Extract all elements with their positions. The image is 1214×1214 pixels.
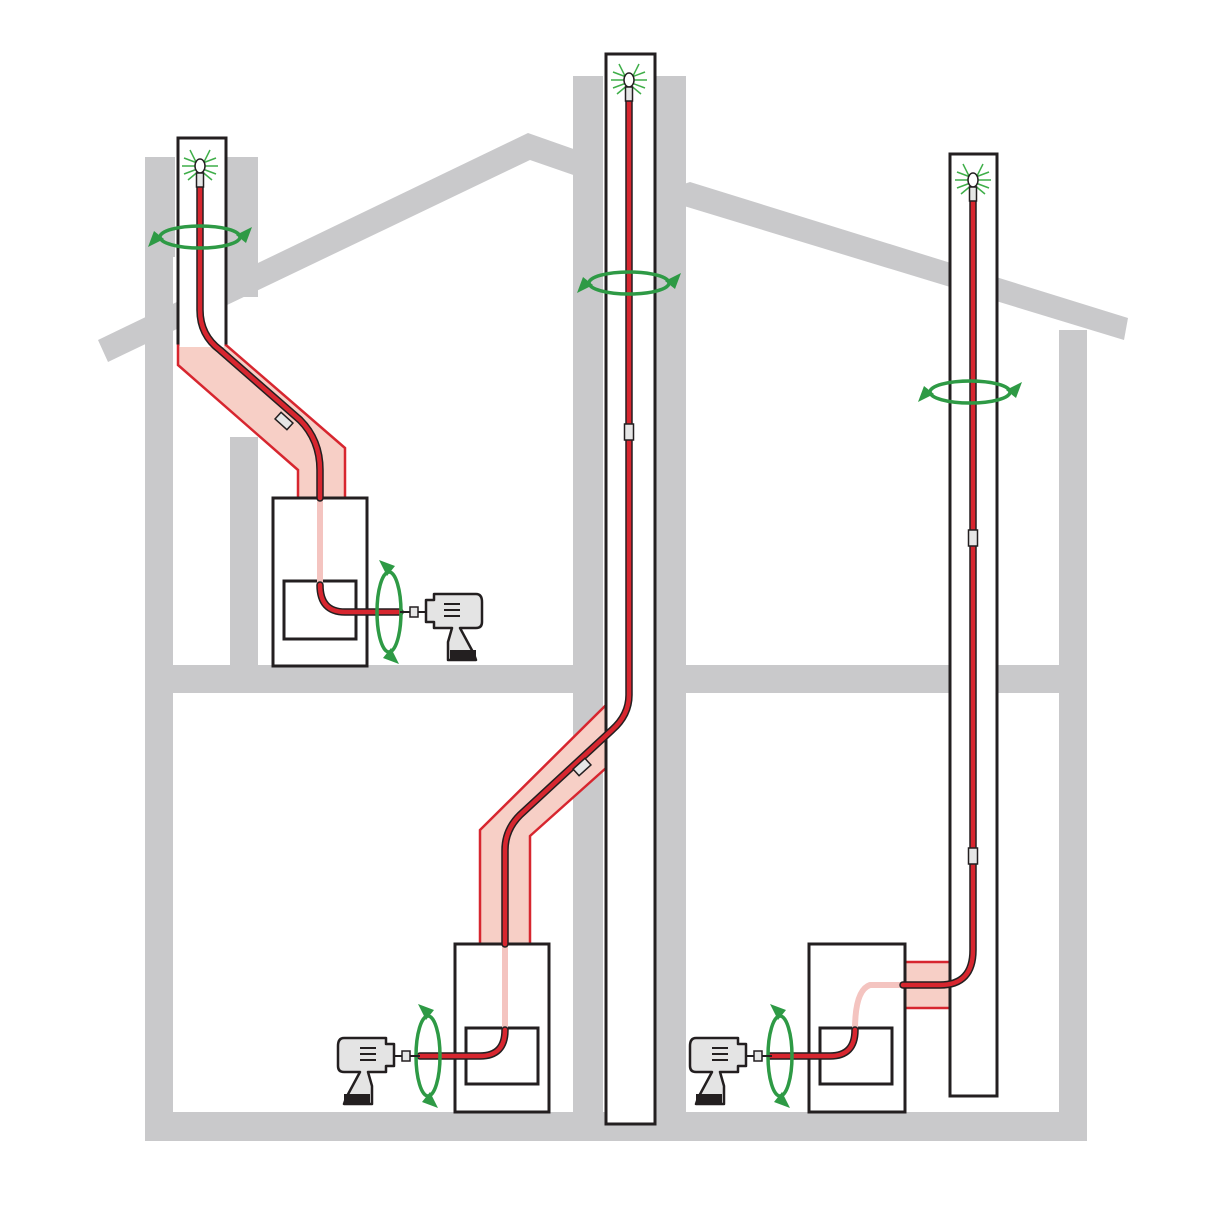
left-chimney-wall-left (145, 157, 175, 257)
upper-floor-right (656, 665, 1087, 693)
middle-installation (336, 52, 683, 1126)
power-drill-icon (400, 592, 484, 662)
left-chimney-wall-right (226, 157, 258, 297)
power-drill-icon (688, 1036, 772, 1106)
hose-coupler-icon (967, 847, 979, 865)
right-outer-wall (1059, 330, 1087, 1141)
left-installation (146, 136, 484, 668)
power-drill-icon (336, 1036, 420, 1106)
upper-floor-left (145, 665, 603, 693)
middle-wall-right (656, 76, 686, 1141)
left-outer-wall (145, 157, 173, 1141)
left-inner-wall (230, 437, 258, 672)
hose-coupler-icon (967, 529, 979, 547)
hose-coupler-icon (623, 423, 635, 441)
right-roof (684, 182, 1128, 340)
right-installation (688, 152, 1024, 1114)
middle-wall-left (573, 76, 603, 1141)
